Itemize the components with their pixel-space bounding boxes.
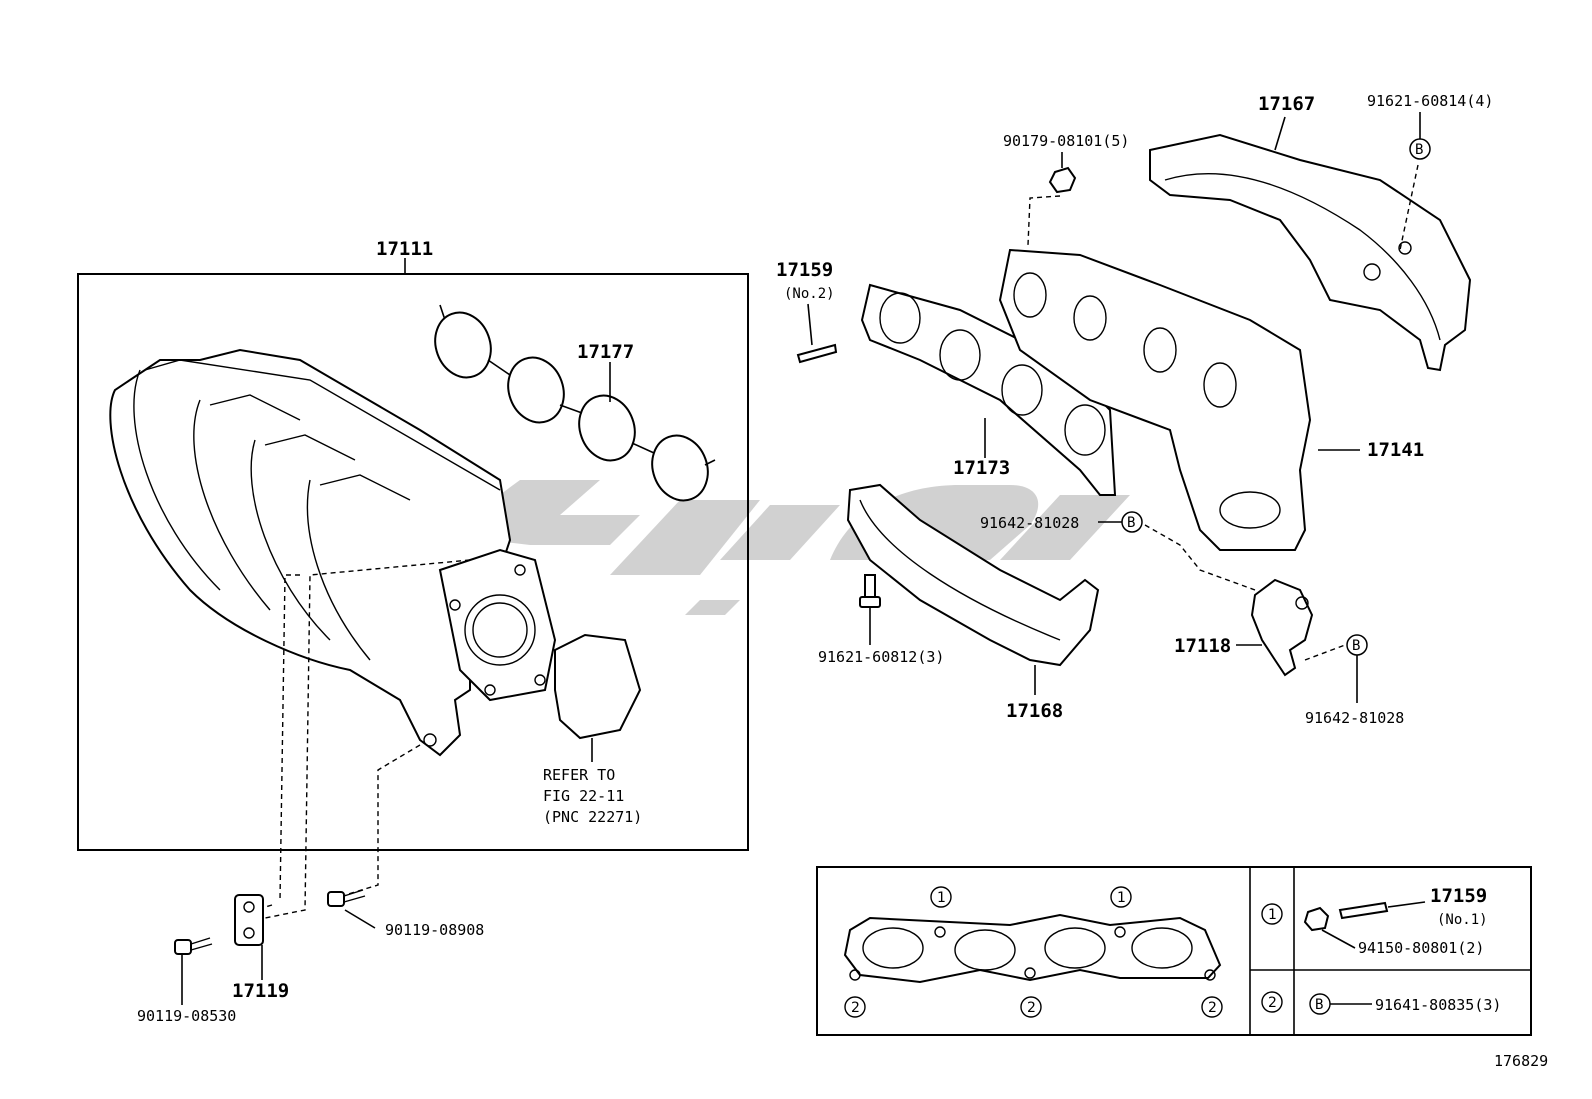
bolt-90119-08908 bbox=[327, 889, 376, 929]
label-90119-08908: 90119-08908 bbox=[385, 921, 484, 939]
stay-17118 bbox=[1236, 578, 1314, 677]
b-marker-91642-b: B bbox=[1346, 634, 1368, 656]
label-17118: 17118 bbox=[1174, 635, 1231, 657]
svg-text:1: 1 bbox=[1117, 890, 1126, 906]
label-91621-60814: 91621-60814(4) bbox=[1367, 92, 1493, 110]
svg-text:2: 2 bbox=[1268, 995, 1277, 1011]
label-17159-no2-note: (No.2) bbox=[784, 286, 835, 302]
nut-90179-08101 bbox=[1027, 152, 1077, 246]
label-17119: 17119 bbox=[232, 980, 289, 1002]
b-marker-91642-a: B bbox=[1121, 511, 1143, 533]
assembly-box-17111 bbox=[77, 273, 749, 851]
svg-text:B: B bbox=[1352, 638, 1360, 654]
svg-text:1: 1 bbox=[1268, 907, 1277, 923]
svg-text:B: B bbox=[1415, 142, 1423, 158]
exhaust-manifold-17141 bbox=[998, 248, 1360, 551]
label-17167: 17167 bbox=[1258, 93, 1315, 115]
label-91642-a: 91642-81028 bbox=[980, 514, 1079, 532]
refer-line-3: (PNC 22271) bbox=[543, 808, 642, 826]
label-91642-b: 91642-81028 bbox=[1305, 709, 1404, 727]
svg-text:B: B bbox=[1315, 997, 1323, 1013]
refer-line-2: FIG 22-11 bbox=[543, 787, 624, 805]
figure-id: 176829 bbox=[1494, 1052, 1548, 1070]
legend-box: 1 1 2 2 2 1 2 B bbox=[816, 866, 1532, 1036]
svg-text:2: 2 bbox=[1208, 1000, 1217, 1016]
svg-text:B: B bbox=[1127, 515, 1135, 531]
label-91641: 91641-80835(3) bbox=[1375, 996, 1501, 1014]
bolt-90119-08530 bbox=[174, 937, 213, 1005]
label-17173: 17173 bbox=[953, 457, 1010, 479]
throttle-gasket bbox=[554, 633, 642, 740]
label-17168: 17168 bbox=[1006, 700, 1063, 722]
label-90119-08530: 90119-08530 bbox=[137, 1007, 236, 1025]
b-marker-91621-60814: B bbox=[1409, 138, 1431, 160]
label-17159-no1: 17159 bbox=[1430, 885, 1487, 907]
label-90179: 90179-08101(5) bbox=[1003, 132, 1129, 150]
stud-17159-no2 bbox=[796, 303, 838, 364]
label-17159-no2: 17159 bbox=[776, 259, 833, 281]
intake-gasket-17177 bbox=[434, 304, 716, 502]
label-17111: 17111 bbox=[376, 238, 433, 260]
intake-manifold-17111 bbox=[109, 348, 512, 757]
svg-text:1: 1 bbox=[937, 890, 946, 906]
label-91621-60812: 91621-60812(3) bbox=[818, 648, 944, 666]
label-94150: 94150-80801(2) bbox=[1358, 939, 1484, 957]
label-17141: 17141 bbox=[1367, 439, 1424, 461]
svg-text:2: 2 bbox=[1027, 1000, 1036, 1016]
bolt-91621-60812 bbox=[859, 574, 881, 645]
refer-line-1: REFER TO bbox=[543, 766, 615, 784]
heat-insulator-17168 bbox=[846, 483, 1100, 695]
bracket-17119 bbox=[234, 894, 264, 980]
label-17159-no1-note: (No.1) bbox=[1437, 912, 1488, 928]
svg-text:2: 2 bbox=[851, 1000, 860, 1016]
heat-insulator-17167 bbox=[1149, 116, 1472, 372]
throttle-flange bbox=[438, 548, 557, 702]
label-17177: 17177 bbox=[577, 341, 634, 363]
